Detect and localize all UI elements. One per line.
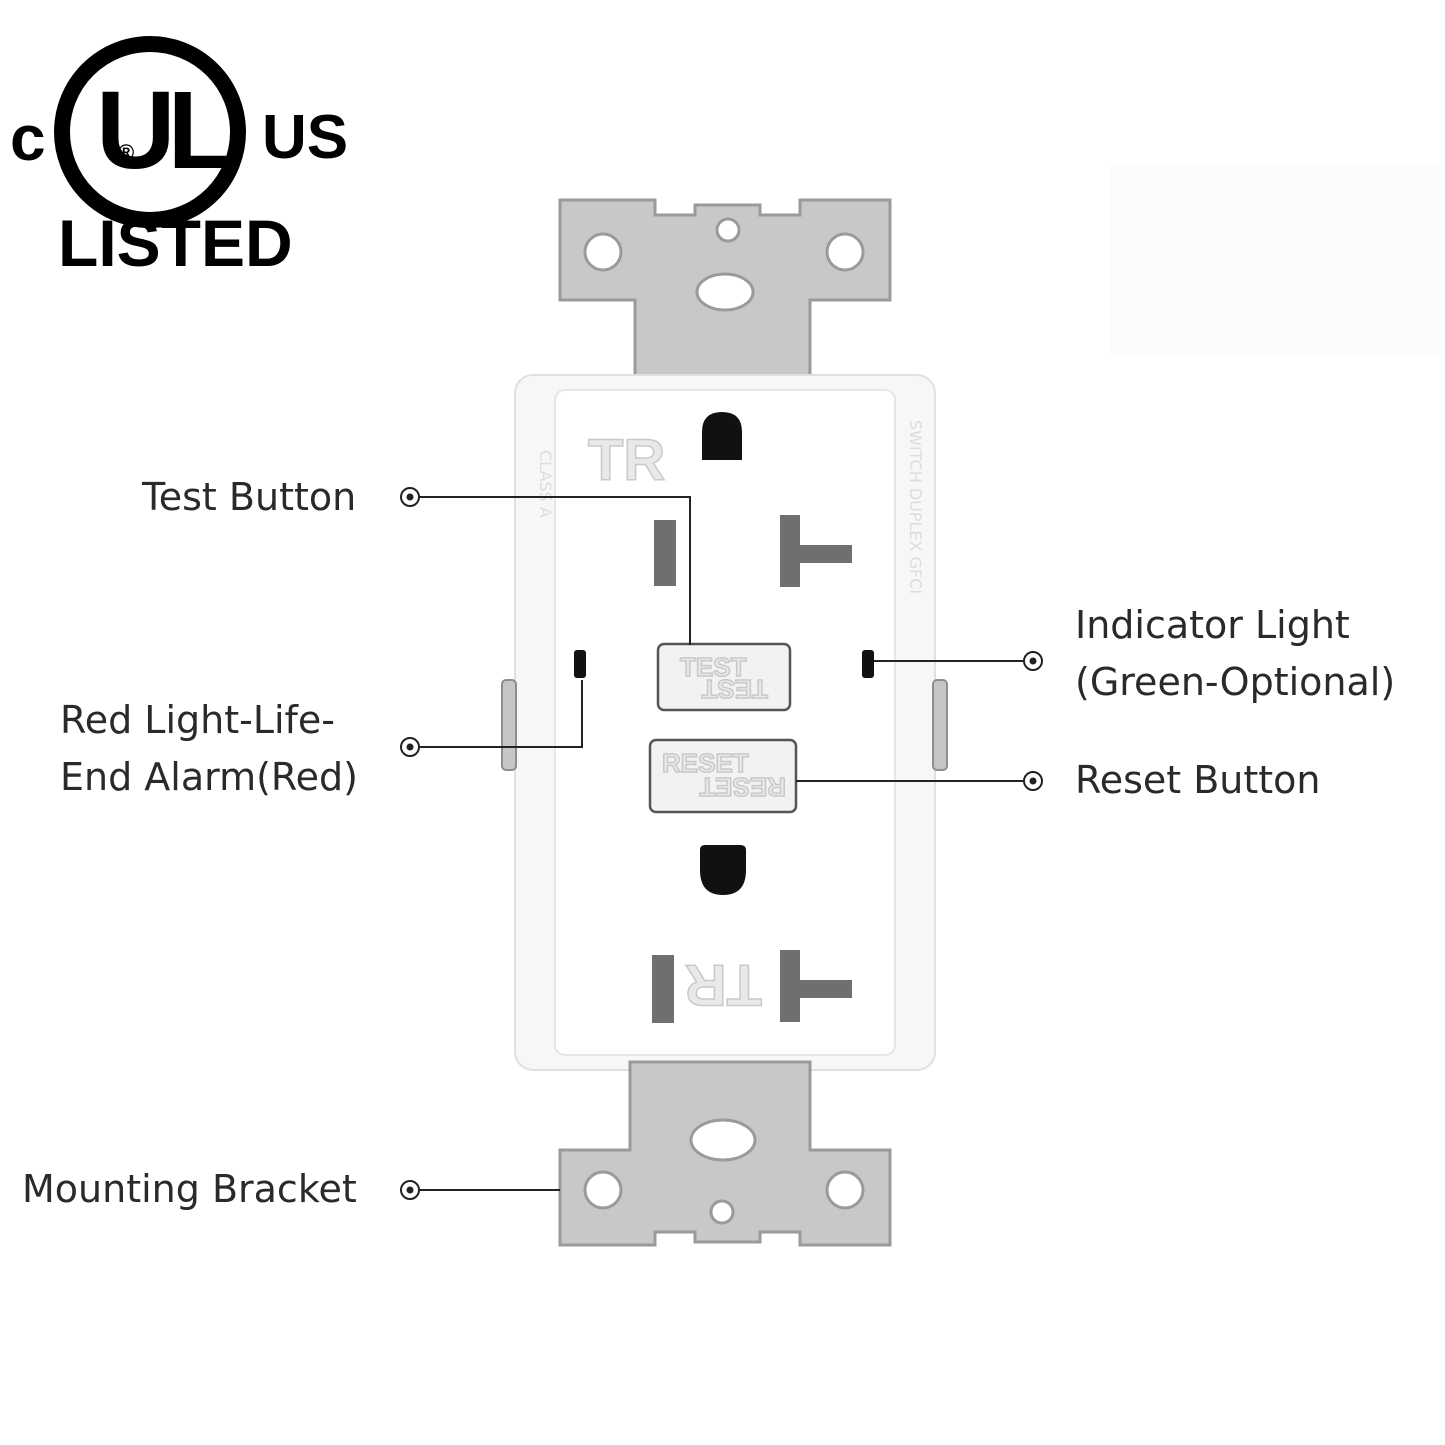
test-button-text: TEST — [680, 652, 747, 682]
bottom-center-screw-hole — [709, 1199, 735, 1225]
top-right-screw-hole — [825, 232, 865, 272]
bottom-mounting-bracket — [558, 1060, 892, 1247]
callout-test-button-line — [419, 496, 691, 645]
bottom-center-slot — [689, 1118, 757, 1162]
ul-listed-logo: c US UL ® LISTED — [10, 36, 348, 280]
left-side-clip — [501, 679, 517, 771]
callout-mounting-bracket-label: Mounting Bracket — [22, 1167, 357, 1211]
bottom-neutral-slot — [652, 955, 674, 1023]
bottom-hot-slot-horizontal — [796, 980, 852, 998]
top-left-screw-hole — [583, 232, 623, 272]
callout-indicator-light-label-line1: Indicator Light — [1075, 603, 1350, 647]
callout-mounting-bracket: Mounting Bracket — [22, 1167, 560, 1211]
top-center-screw-hole — [715, 217, 741, 243]
indicator-light-led — [862, 650, 874, 678]
top-ground-hole — [702, 412, 742, 460]
callout-reset-button-dot-center — [1029, 777, 1037, 785]
bottom-left-screw-hole — [583, 1170, 623, 1210]
callout-red-light-label-line1: Red Light-Life- — [60, 698, 335, 742]
top-hot-slot-vertical — [780, 515, 800, 587]
callout-red-light-line — [419, 680, 583, 748]
test-button[interactable]: TEST TEST — [656, 642, 792, 712]
top-receptacle: TR — [587, 412, 852, 587]
background-patch — [1110, 165, 1440, 355]
ul-listed-text: LISTED — [58, 206, 293, 280]
right-side-text: SWITCH DUPLEX GFCI — [906, 420, 925, 594]
test-button-text-mirrored: TEST — [701, 674, 768, 704]
bottom-receptacle: TR — [652, 845, 852, 1023]
top-neutral-slot — [654, 520, 676, 586]
red-light-led — [574, 650, 586, 678]
callout-test-button: Test Button — [141, 475, 691, 645]
callout-reset-button-label: Reset Button — [1075, 758, 1321, 802]
reset-button-face[interactable] — [648, 738, 798, 814]
ul-c-mark: c — [10, 102, 46, 174]
bottom-right-screw-hole — [825, 1170, 865, 1210]
left-side-text: CLASS A — [536, 450, 555, 518]
callout-indicator-light: Indicator Light (Green-Optional) — [874, 603, 1395, 704]
bottom-ground-hole — [700, 845, 746, 895]
reset-button[interactable]: RESET RESET — [648, 738, 798, 814]
outlet-body: CLASS A SWITCH DUPLEX GFCI TR TEST TEST … — [501, 374, 948, 1071]
ul-registered-mark: ® — [118, 140, 134, 165]
tr-mark-bottom: TR — [685, 952, 762, 1017]
callout-red-light: Red Light-Life- End Alarm(Red) — [60, 680, 583, 799]
top-mounting-bracket — [558, 198, 892, 387]
test-button-face[interactable] — [656, 642, 792, 712]
top-hot-slot-horizontal — [796, 545, 852, 563]
callout-mounting-bracket-dot-center — [406, 1186, 414, 1194]
reset-button-text: RESET — [662, 748, 749, 778]
ul-circle — [54, 36, 246, 228]
callout-test-button-label: Test Button — [141, 475, 356, 519]
tr-mark-top: TR — [588, 428, 665, 493]
ul-us-mark: US — [262, 103, 348, 172]
ul-monogram: UL — [96, 69, 231, 192]
bottom-hot-slot-vertical — [780, 950, 800, 1022]
right-side-clip — [932, 679, 948, 771]
top-center-slot — [695, 272, 755, 312]
callout-reset-button: Reset Button — [796, 758, 1321, 802]
callout-indicator-light-label-line2: (Green-Optional) — [1075, 660, 1395, 704]
callout-red-light-label-line2: End Alarm(Red) — [60, 755, 358, 799]
callout-red-light-dot-center — [406, 743, 414, 751]
reset-button-text-mirrored: RESET — [699, 772, 786, 802]
callout-indicator-light-dot-center — [1029, 657, 1037, 665]
callout-test-button-dot-center — [406, 493, 414, 501]
